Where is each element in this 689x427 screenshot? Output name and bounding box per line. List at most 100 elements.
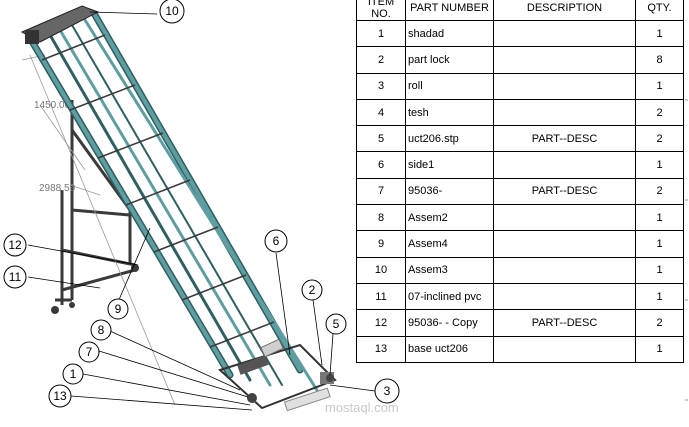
part-number-cell: Assem2	[405, 204, 494, 232]
description-cell	[493, 72, 636, 100]
svg-text:2: 2	[309, 283, 316, 297]
qty-cell: 1	[635, 335, 684, 363]
svg-text:13: 13	[53, 389, 67, 403]
svg-text:10: 10	[165, 4, 179, 18]
header-qty: QTY.	[635, 0, 684, 21]
item-no-cell: 10	[356, 256, 406, 284]
qty-cell: 1	[635, 230, 684, 258]
part-number-cell: shadad	[405, 19, 494, 48]
page-edge-marks	[683, 0, 689, 422]
balloon-2: 2	[301, 279, 323, 301]
item-no-cell: 3	[356, 72, 406, 100]
item-no-cell: 11	[356, 282, 406, 311]
description-cell	[493, 46, 636, 74]
qty-cell: 2	[635, 309, 684, 337]
svg-text:7: 7	[86, 345, 93, 359]
svg-text:3: 3	[384, 384, 391, 398]
balloon-8: 8	[90, 319, 112, 341]
description-cell	[493, 204, 636, 232]
support-stand	[55, 100, 136, 305]
balloon-9: 9	[107, 298, 129, 320]
leader-lines	[27, 11, 376, 411]
header-part-number: PART NUMBER	[405, 0, 494, 21]
item-no-cell: 12	[356, 309, 406, 337]
part-number-cell: 07-inclined pvc	[405, 282, 494, 311]
balloon-7: 7	[78, 341, 100, 363]
part-number-cell: 95036-	[405, 177, 494, 206]
balloon-1: 1	[62, 363, 84, 385]
part-number-cell: side1	[405, 151, 494, 179]
qty-cell: 1	[635, 204, 684, 232]
balloon-5: 5	[325, 313, 347, 335]
dimension-length-label: 1450.00	[34, 100, 71, 111]
part-number-cell: tesh	[405, 98, 494, 127]
balloon-13: 13	[48, 384, 72, 408]
item-no-cell: 2	[356, 46, 406, 74]
svg-text:8: 8	[98, 323, 105, 337]
qty-cell: 2	[635, 125, 684, 153]
svg-text:6: 6	[273, 234, 280, 248]
part-number-cell: Assem3	[405, 256, 494, 284]
item-no-cell: 8	[356, 204, 406, 232]
conveyor-crossbars	[41, 34, 275, 348]
part-number-cell: part lock	[405, 46, 494, 74]
balloon-6: 6	[264, 229, 288, 253]
part-number-cell: base uct206	[405, 335, 494, 363]
balloon-10: 10	[159, 0, 185, 24]
item-no-cell: 7	[356, 177, 406, 206]
description-cell: PART--DESC	[493, 177, 636, 206]
item-no-cell: 4	[356, 98, 406, 127]
conveyor-head	[20, 5, 100, 44]
item-no-cell: 1	[356, 19, 406, 48]
conveyor-base	[218, 338, 337, 412]
header-item-no: ITEM NO.	[356, 0, 406, 21]
description-cell	[493, 230, 636, 258]
part-number-cell: uct206.stp	[405, 125, 494, 153]
svg-text:5: 5	[333, 317, 340, 331]
bom-header-row: ITEM NO. PART NUMBER DESCRIPTION QTY.	[356, 0, 684, 21]
description-cell	[493, 256, 636, 284]
description-cell	[493, 282, 636, 311]
qty-cell: 1	[635, 282, 684, 311]
balloon-12: 12	[3, 233, 27, 257]
description-cell: PART--DESC	[493, 125, 636, 153]
description-cell: PART--DESC	[493, 309, 636, 337]
svg-text:9: 9	[115, 302, 122, 316]
part-number-cell: Assem4	[405, 230, 494, 258]
balloon-11: 11	[3, 265, 27, 289]
qty-cell: 1	[635, 19, 684, 48]
description-cell	[493, 19, 636, 48]
part-number-cell: roll	[405, 72, 494, 100]
qty-cell: 2	[635, 98, 684, 127]
watermark: mostaql.com	[325, 400, 399, 415]
svg-text:12: 12	[8, 238, 22, 252]
item-no-cell: 13	[356, 335, 406, 363]
part-number-cell: 95036- - Copy	[405, 309, 494, 337]
stand-wheels	[51, 264, 139, 314]
qty-cell: 1	[635, 256, 684, 284]
balloon-3: 3	[374, 378, 400, 404]
description-cell	[493, 151, 636, 179]
dimension-height-label: 2988.59	[39, 183, 76, 194]
description-cell	[493, 98, 636, 127]
item-no-cell: 6	[356, 151, 406, 179]
edge-ticks	[685, 99, 688, 401]
header-description: DESCRIPTION	[493, 0, 636, 21]
qty-cell: 1	[635, 151, 684, 179]
svg-text:11: 11	[9, 270, 22, 284]
item-no-cell: 5	[356, 125, 406, 153]
